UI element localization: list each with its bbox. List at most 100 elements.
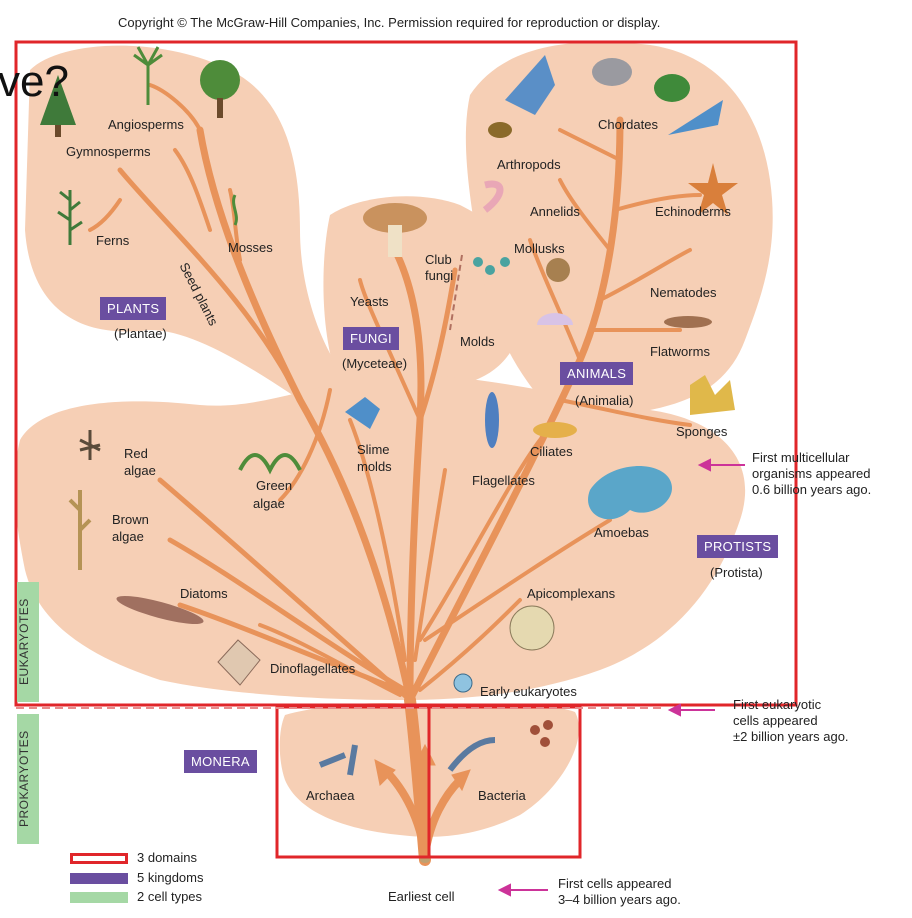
label-annelids: Annelids: [530, 204, 580, 219]
angiosperm-tree-icon: [200, 60, 240, 100]
bird-icon: [505, 55, 555, 115]
rodent-icon: [592, 58, 632, 86]
label-mosses: Mosses: [228, 240, 273, 255]
fish-icon: [668, 100, 723, 135]
flatworm-icon: [664, 316, 712, 328]
label-club-fungi-line2: fungi: [425, 268, 454, 283]
label-green-algae-line1: Green: [256, 478, 293, 493]
note-multicellular-line1: First multicellular: [752, 450, 850, 465]
label-diatoms: Diatoms: [180, 586, 228, 601]
label-nematodes: Nematodes: [650, 285, 717, 300]
mushroom-icon: [363, 203, 427, 233]
sponge-icon: [690, 375, 735, 415]
label-sponges: Sponges: [676, 424, 728, 439]
legend-swatch-cell-types: [70, 892, 128, 903]
label-red-algae-line2: algae: [124, 463, 156, 478]
note-first-cells-line1: First cells appeared: [558, 876, 672, 891]
label-bacteria: Bacteria: [478, 788, 526, 803]
label-gymnosperms: Gymnosperms: [66, 144, 151, 159]
note-multicellular-line2: organisms appeared: [752, 466, 871, 481]
label-early-eukaryotes: Early eukaryotes: [480, 684, 577, 699]
label-club-fungi-line1: Club: [425, 252, 452, 267]
fly-icon: [488, 122, 512, 138]
diatom-icon: [116, 596, 204, 624]
kingdom-protists-latin: (Protista): [710, 565, 763, 580]
label-ciliates: Ciliates: [530, 444, 573, 459]
legend-swatch-kingdoms: [70, 873, 128, 884]
red-algae-icon: [79, 430, 101, 460]
flagellate-icon: [485, 392, 499, 448]
brown-algae-icon: [68, 490, 92, 570]
kingdom-fungi-box: FUNGI: [343, 327, 399, 350]
eukaryotes-bar: EUKARYOTES: [17, 582, 39, 702]
green-algae-icon: [238, 453, 302, 475]
overlay-title-fragment: ve?: [0, 57, 69, 106]
legend-label-domains: 3 domains: [137, 850, 197, 865]
label-slime-molds-line2: molds: [357, 459, 392, 474]
kingdom-animals-box: ANIMALS: [560, 362, 634, 385]
frog-icon: [654, 74, 690, 102]
label-green-algae-line2: algae: [253, 496, 285, 511]
label-flatworms: Flatworms: [650, 344, 710, 359]
legend-swatch-domains: [70, 853, 128, 864]
label-amoebas: Amoebas: [594, 525, 649, 540]
starfish-icon: [688, 163, 738, 215]
label-arthropods: Arthropods: [497, 157, 561, 172]
label-apicomplexans: Apicomplexans: [527, 586, 616, 601]
plants-region: [25, 45, 360, 420]
kingdom-animals-latin: (Animalia): [575, 393, 634, 408]
copyright-notice: Copyright © The McGraw-Hill Companies, I…: [118, 15, 661, 30]
label-chordates: Chordates: [598, 117, 658, 132]
note-eukaryotic-line2: cells appeared: [733, 713, 818, 728]
note-arrows: [497, 458, 745, 897]
moss-icon: [232, 194, 238, 226]
label-echinoderms: Echinoderms: [655, 204, 731, 219]
kingdom-fungi-latin: (Myceteae): [342, 356, 408, 371]
kingdom-plants-box: PLANTS: [100, 297, 167, 320]
label-ferns: Ferns: [96, 233, 130, 248]
legend-label-cell-types: 2 cell types: [137, 889, 203, 904]
kingdom-plants-latin: (Plantae): [114, 326, 167, 341]
slime-mold-icon: [345, 397, 380, 429]
label-yeasts: Yeasts: [350, 294, 389, 309]
label-red-algae-line1: Red: [124, 446, 148, 461]
fungi-divider: [449, 254, 463, 331]
label-archaea: Archaea: [306, 788, 355, 803]
label-mollusks: Mollusks: [514, 241, 565, 256]
label-slime-molds-line1: Slime: [357, 442, 390, 457]
snail-icon: [546, 258, 570, 282]
eukarya-domain-outline: [14, 40, 798, 707]
archaea-icon: [318, 744, 358, 776]
label-brown-algae-line2: algae: [112, 529, 144, 544]
amoeba-icon: [588, 466, 672, 520]
kingdom-protists-box: PROTISTS: [697, 535, 779, 558]
bacteria-icon: [447, 737, 496, 772]
apicomplexan-icon: [509, 605, 555, 651]
note-first-cells-line2: 3–4 billion years ago.: [558, 892, 681, 907]
dinoflagellate-icon: [217, 639, 261, 686]
background-regions: [14, 42, 773, 837]
molds-icon: [485, 265, 495, 275]
worm-icon: [482, 180, 504, 213]
label-flagellates: Flagellates: [472, 473, 535, 488]
note-multicellular-line3: 0.6 billion years ago.: [752, 482, 872, 497]
label-brown-algae-line1: Brown: [112, 512, 149, 527]
early-eukaryote-icon: [453, 673, 473, 693]
gymnosperm-tree-icon: [40, 75, 76, 125]
label-molds: Molds: [460, 334, 495, 349]
label-angiosperms: Angiosperms: [108, 117, 184, 132]
label-dinoflagellates: Dinoflagellates: [270, 661, 356, 676]
jellyfish-icon: [537, 313, 573, 325]
prokaryotes-bar: PROKARYOTES: [17, 714, 39, 844]
note-eukaryotic-line3: ±2 billion years ago.: [733, 729, 849, 744]
kingdom-monera-box: MONERA: [184, 750, 257, 773]
note-eukaryotic-line1: First eukaryotic: [733, 697, 822, 712]
fern-icon: [57, 190, 83, 245]
palm-icon: [133, 46, 163, 105]
ciliate-icon: [533, 422, 577, 438]
organism-illustrations: [40, 46, 738, 863]
label-earliest-cell: Earliest cell: [388, 889, 455, 904]
legend-label-kingdoms: 5 kingdoms: [137, 870, 204, 885]
